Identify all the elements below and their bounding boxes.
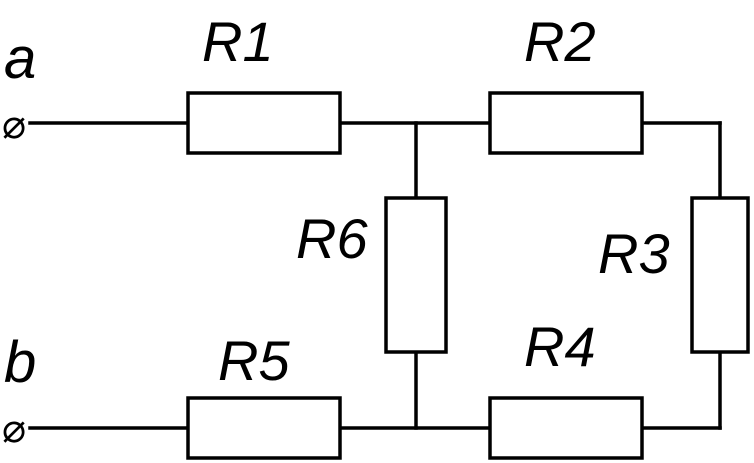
terminal-b-symbol: ⌀ (2, 406, 26, 452)
resistor-r5 (186, 396, 342, 460)
terminal-a-symbol: ⌀ (2, 102, 26, 148)
label-r1: R1 (202, 10, 274, 73)
label-r2: R2 (524, 10, 596, 73)
label-r4: R4 (524, 315, 596, 378)
resistor-r3 (690, 196, 750, 354)
resistor-r1 (186, 91, 342, 155)
resistor-r2 (488, 91, 644, 155)
wires (28, 121, 722, 430)
label-r5: R5 (218, 329, 290, 392)
resistor-r4 (488, 396, 644, 460)
resistor-r6 (384, 196, 448, 354)
label-r6: R6 (296, 207, 368, 270)
terminal-b-label: b (4, 330, 36, 395)
label-r3: R3 (598, 222, 670, 285)
terminal-a-label: a (4, 26, 36, 91)
